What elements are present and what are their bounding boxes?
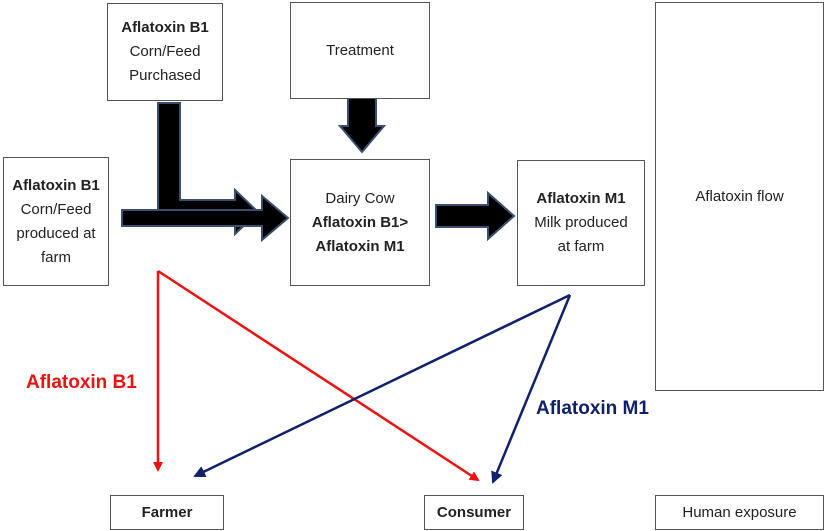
cow-line2: Aflatoxin B1> (311, 213, 409, 231)
box-treatment: Treatment (290, 2, 430, 99)
treatment-to-cow-arrow (337, 97, 387, 154)
b1-to-consumer-arrow (157, 269, 480, 482)
farm-line3: farm (41, 248, 71, 266)
box-milk: Aflatoxin M1 Milk produced at farm (517, 160, 645, 286)
purchased-line2: Purchased (129, 67, 201, 84)
milk-line2: at farm (557, 238, 605, 255)
purchased-line1: Corn/Feed (129, 43, 201, 60)
flow-label: Aflatoxin flow (695, 187, 784, 205)
box-consumer: Consumer (424, 495, 524, 530)
treatment-label: Treatment (326, 41, 394, 59)
box-human-exposure: Human exposure (655, 495, 824, 530)
box-dairy-cow: Dairy Cow Aflatoxin B1> Aflatoxin M1 (290, 159, 430, 286)
milk-title: Aflatoxin M1 (536, 190, 626, 207)
human-exposure-label: Human exposure (682, 503, 797, 521)
farm-title: Aflatoxin B1 (12, 176, 100, 194)
box-aflatoxin-flow: Aflatoxin flow (655, 2, 824, 391)
aflatoxin-b1-red-label: Aflatoxin B1 (26, 372, 137, 393)
m1-to-consumer-arrow (491, 294, 572, 484)
m1-to-farmer-arrow (193, 293, 571, 478)
cow-to-milk-arrow (435, 190, 516, 242)
consumer-label: Consumer (436, 503, 512, 521)
aflatoxin-m1-blue-label: Aflatoxin M1 (536, 398, 649, 419)
cow-line1: Dairy Cow (325, 189, 395, 207)
box-farmer: Farmer (110, 495, 224, 530)
cow-line3: Aflatoxin M1 (315, 237, 405, 255)
milk-line1: Milk produced (534, 214, 628, 231)
box-corn-feed-farm: Aflatoxin B1 Corn/Feed produced at farm (3, 157, 109, 286)
box-corn-feed-purchased: Aflatoxin B1 Corn/Feed Purchased (107, 3, 223, 101)
farmer-label: Farmer (141, 503, 193, 521)
farm-line2: produced at (16, 224, 96, 242)
farm-to-cow-arrow (121, 193, 290, 243)
purchased-title: Aflatoxin B1 (121, 19, 209, 36)
farm-line1: Corn/Feed (20, 200, 92, 218)
